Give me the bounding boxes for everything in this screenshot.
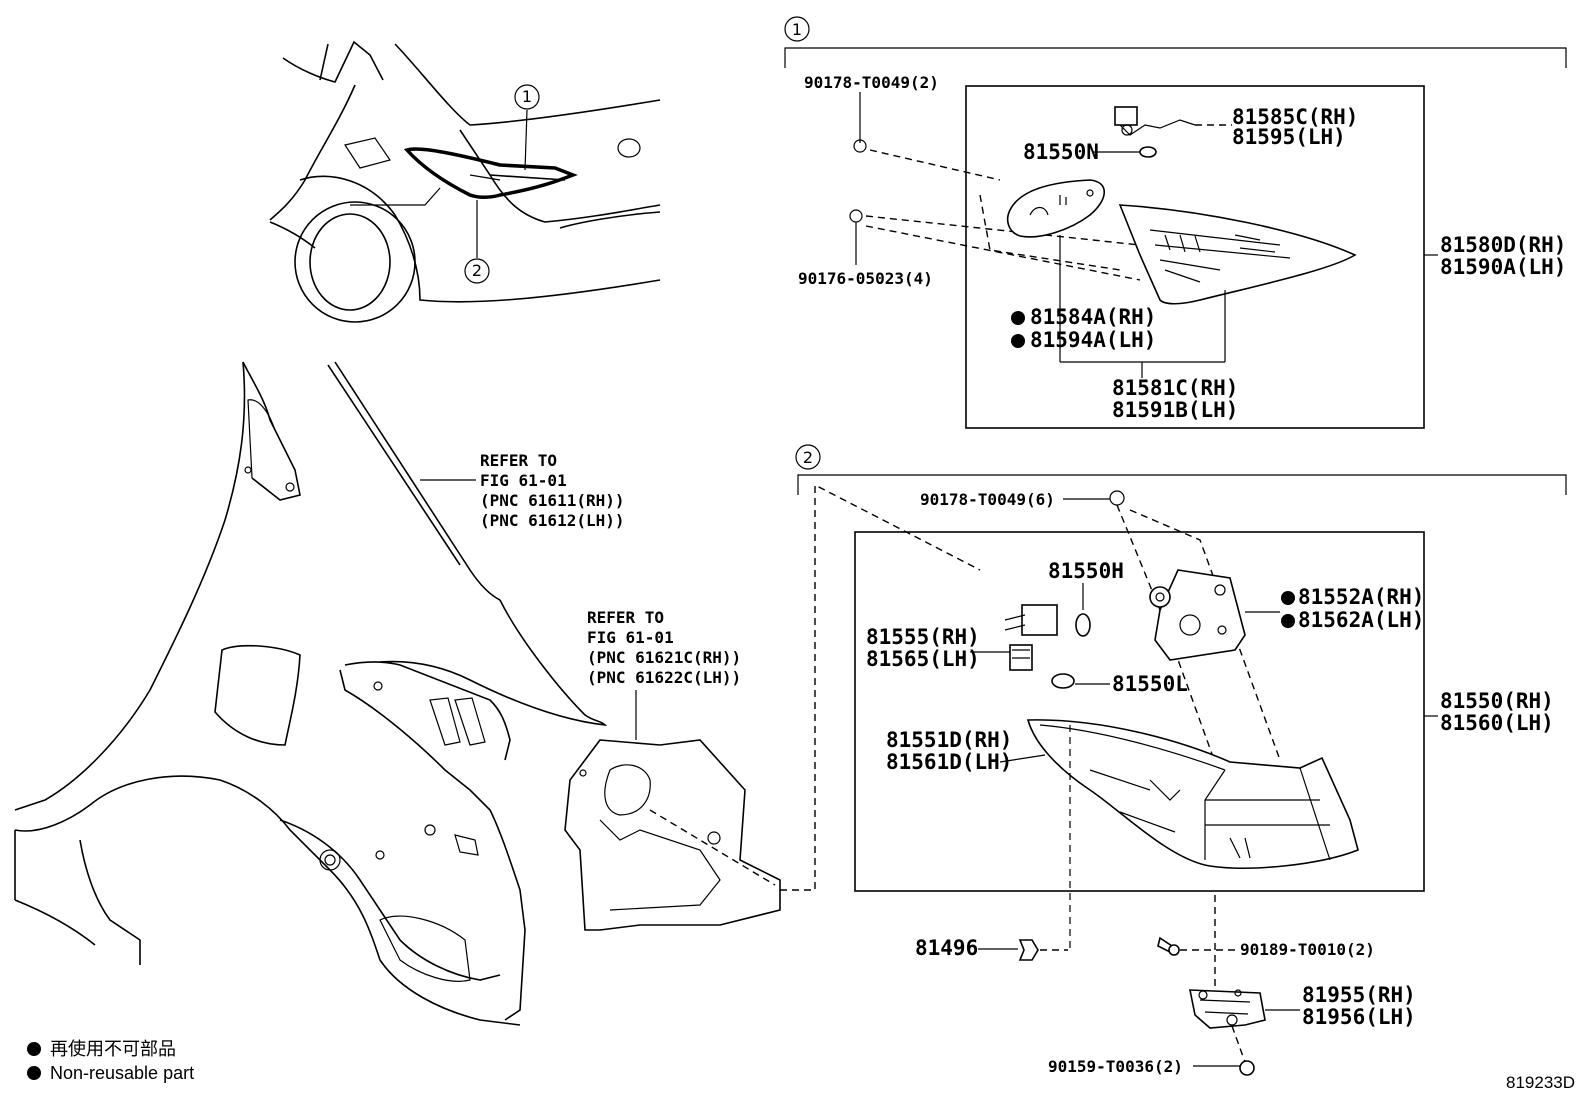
g1-socket-rh-label: 81585C(RH) xyxy=(1232,105,1358,129)
svg-text:FIG 61-01: FIG 61-01 xyxy=(587,628,674,647)
g2-bracket-icon xyxy=(1189,989,1266,1029)
g1-screw-a-icon xyxy=(853,139,867,153)
figure-code: 819233D xyxy=(1506,1073,1575,1092)
g2-assy-lh-label: 81560(LH) xyxy=(1440,711,1554,735)
g2-bulb-l-icon xyxy=(1051,673,1075,689)
g1-screw-b-label: 90176-05023(4) xyxy=(798,269,933,288)
g2-bulb-h-label: 81550H xyxy=(1048,559,1124,583)
g1-assy-lh-label: 81590A(LH) xyxy=(1440,255,1566,279)
g1-screw-a-label: 90178-T0049(2) xyxy=(804,73,939,92)
g1-socket-icon xyxy=(1114,106,1196,136)
legend-bullet-en xyxy=(27,1066,41,1080)
group-2-frame: 2 xyxy=(795,444,1567,892)
g2-screw-c-label: 90159-T0036(2) xyxy=(1048,1057,1183,1076)
g2-lens-icon xyxy=(1026,719,1359,869)
g1-gasket-rh-label: 81584A(RH) xyxy=(1030,305,1156,329)
refer-to-note-1: REFER TO FIG 61-01 (PNC 61611(RH)) (PNC … xyxy=(420,451,625,530)
svg-text:REFER TO: REFER TO xyxy=(480,451,557,470)
g2-gasket-icon xyxy=(1149,569,1246,661)
legend-en: Non-reusable part xyxy=(50,1063,194,1083)
g2-gasket-lh-label: 81562A(LH) xyxy=(1298,608,1424,632)
svg-text:REFER TO: REFER TO xyxy=(587,608,664,627)
g1-socket-lh-label: 81595(LH) xyxy=(1232,125,1346,149)
g2-clip-label: 81496 xyxy=(915,936,978,960)
svg-text:(PNC 61612(LH)): (PNC 61612(LH)) xyxy=(480,511,625,530)
quarter-panel-illustration xyxy=(14,361,608,1026)
legend: 再使用不可部品 Non-reusable part xyxy=(27,1039,194,1083)
group-2-callout: 2 xyxy=(803,448,813,467)
car-rear-illustration: 1 2 xyxy=(269,40,661,323)
g1-gasket-lh-label: 81594A(LH) xyxy=(1030,328,1156,352)
inner-liner-illustration xyxy=(564,483,981,931)
g1-gasket-icon xyxy=(1006,179,1106,238)
g2-socket-rh-label: 81555(RH) xyxy=(866,625,980,649)
g1-lens-icon xyxy=(1118,204,1357,305)
g2-bulb-h-icon xyxy=(1075,613,1091,637)
legend-bullet-jp xyxy=(27,1042,41,1056)
g1-gasket-rh-bullet xyxy=(1011,311,1025,325)
group-1-frame: 1 xyxy=(784,16,1567,429)
g2-assy-rh-label: 81550(RH) xyxy=(1440,689,1554,713)
g1-lens-rh-label: 81581C(RH) xyxy=(1112,376,1238,400)
g1-screw-b-icon xyxy=(849,209,863,223)
g2-gasket-rh-label: 81552A(RH) xyxy=(1298,585,1424,609)
svg-text:(PNC 61621C(RH)): (PNC 61621C(RH)) xyxy=(587,648,741,667)
car-callout-1: 1 xyxy=(522,87,532,106)
group-1-callout: 1 xyxy=(792,20,802,39)
g2-gasket-rh-bullet xyxy=(1281,591,1295,605)
g2-screw-a-icon xyxy=(1109,490,1125,506)
svg-text:(PNC 61622C(LH)): (PNC 61622C(LH)) xyxy=(587,668,741,687)
g2-clip-icon xyxy=(1018,939,1039,961)
g2-gasket-lh-bullet xyxy=(1281,614,1295,628)
g2-bulb-l-label: 81550L xyxy=(1112,672,1188,696)
g2-lens-lh-label: 81561D(LH) xyxy=(886,750,1012,774)
refer-to-note-2: REFER TO FIG 61-01 (PNC 61621C(RH)) (PNC… xyxy=(587,608,741,740)
svg-text:FIG 61-01: FIG 61-01 xyxy=(480,471,567,490)
g1-bulb-label: 81550N xyxy=(1023,140,1099,164)
g1-bulb-icon xyxy=(1139,146,1157,158)
g2-socket-icon xyxy=(1004,604,1058,671)
g2-bracket-lh-label: 81956(LH) xyxy=(1302,1005,1416,1029)
car-callout-2: 2 xyxy=(472,261,482,280)
g2-screw-a-label: 90178-T0049(6) xyxy=(920,490,1055,509)
g1-assy-rh-label: 81580D(RH) xyxy=(1440,233,1566,257)
g2-screw-b-icon xyxy=(1157,936,1180,956)
g2-screw-b-label: 90189-T0010(2) xyxy=(1240,940,1375,959)
g2-screw-c-icon xyxy=(1239,1060,1255,1076)
g2-socket-lh-label: 81565(LH) xyxy=(866,647,980,671)
g1-gasket-lh-bullet xyxy=(1011,334,1025,348)
g2-bracket-rh-label: 81955(RH) xyxy=(1302,983,1416,1007)
g1-lens-lh-label: 81591B(LH) xyxy=(1112,398,1238,422)
g2-lens-rh-label: 81551D(RH) xyxy=(886,728,1012,752)
svg-text:(PNC 61611(RH)): (PNC 61611(RH)) xyxy=(480,491,625,510)
legend-jp: 再使用不可部品 xyxy=(50,1039,176,1059)
